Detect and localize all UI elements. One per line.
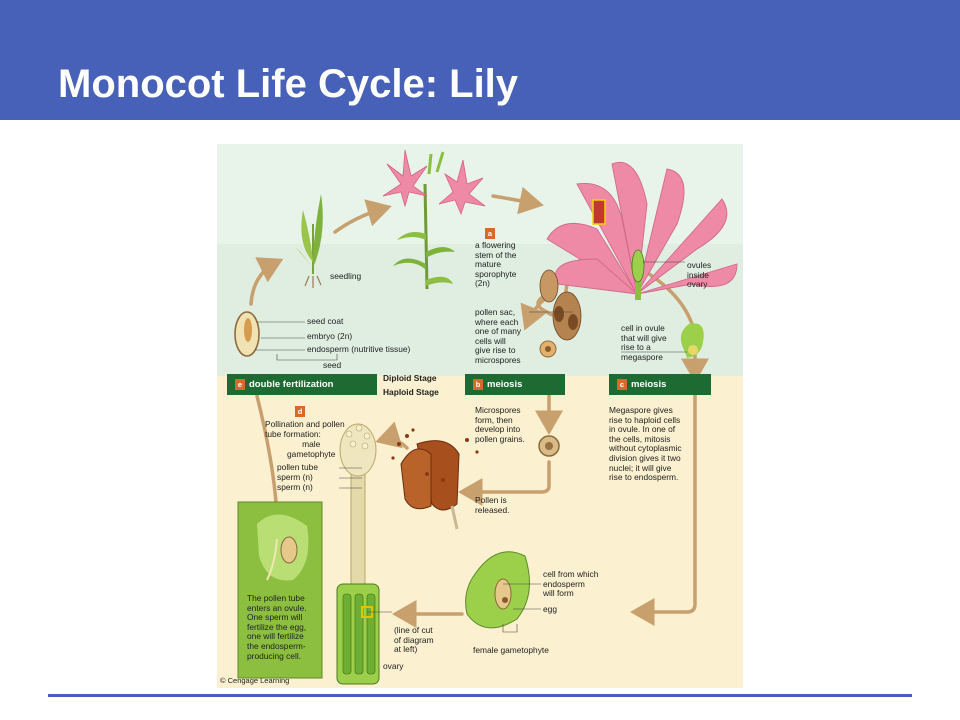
microspores-text: Microspores form, then develop into poll… (475, 405, 525, 444)
cell-in-ovule-label: cell in ovule that will give rise to a m… (621, 323, 667, 362)
meiosis-c-bar: c meiosis (609, 374, 711, 395)
title-bar (0, 0, 960, 120)
step-c-label: meiosis (631, 379, 667, 390)
egg-label: egg (543, 604, 557, 614)
seed-coat-label: seed coat (307, 316, 344, 326)
pollen-tube-enters-text: The pollen tube enters an ovule. One spe… (247, 593, 307, 661)
sperm-label-2: sperm (n) (277, 482, 313, 492)
ovule-cell-illustration (680, 323, 704, 358)
pollen-sac-label: pollen sac, where each one of many cells… (475, 307, 522, 365)
haploid-stage-label: Haploid Stage (383, 387, 439, 397)
sperm-label-1: sperm (n) (277, 472, 313, 482)
lily-flower-illustration (546, 162, 738, 295)
seed-label: seed (323, 360, 342, 370)
diploid-stage-label: Diploid Stage (383, 373, 437, 383)
ovary-label: ovary (383, 661, 404, 671)
step-d-badge: d (295, 406, 305, 417)
pollen-tube-label: pollen tube (277, 462, 318, 472)
step-b-label: meiosis (487, 379, 523, 390)
double-fertilization-bar: e double fertilization (227, 374, 377, 395)
step-d-text: Pollination and pollen tube formation: (265, 419, 345, 439)
seed-illustration (234, 311, 260, 357)
step-e-badge: e (235, 378, 245, 390)
endosperm-label: endosperm (nutritive tissue) (307, 344, 411, 354)
released-pollen-illustration (391, 428, 479, 530)
lily-ovary (631, 249, 645, 283)
megaspore-text: Megaspore gives rise to haploid cells in… (609, 405, 682, 483)
step-a-badge: a (485, 228, 495, 239)
leader-lines (255, 261, 687, 633)
cell-endosperm-label: cell from which endosperm will form (543, 569, 599, 599)
seedling-label: seedling (330, 271, 362, 281)
embryo-label: embryo (2n) (307, 331, 353, 341)
pollen-sac-illustration (539, 269, 582, 341)
credit-label: © Cengage Learning (220, 676, 290, 685)
pollen-released-label: Pollen is released. (475, 495, 510, 515)
inset-ovule-illustration (237, 501, 323, 679)
flowering-stem-illustration (382, 149, 486, 290)
step-c-badge: c (617, 378, 627, 390)
ovules-inside-ovary-label: ovules inside ovary (687, 260, 712, 290)
footer-rule (48, 694, 912, 697)
slide-title: Monocot Life Cycle: Lily (58, 62, 519, 106)
seedling-illustration (295, 194, 323, 288)
female-gametophyte-label: female gametophyte (473, 645, 549, 655)
anther-highlight (592, 199, 606, 225)
line-of-cut-label: (line of cut of diagram at left) (394, 625, 434, 655)
male-gametophyte-label: male gametophyte (287, 439, 336, 459)
step-e-label: double fertilization (249, 379, 334, 390)
meiosis-b-bar: b meiosis (465, 374, 565, 395)
step-b-badge: b (473, 378, 483, 390)
life-cycle-illustration (217, 144, 743, 688)
step-a-text: a flowering stem of the mature sporophyt… (475, 240, 517, 289)
pistil-illustration (336, 423, 380, 685)
